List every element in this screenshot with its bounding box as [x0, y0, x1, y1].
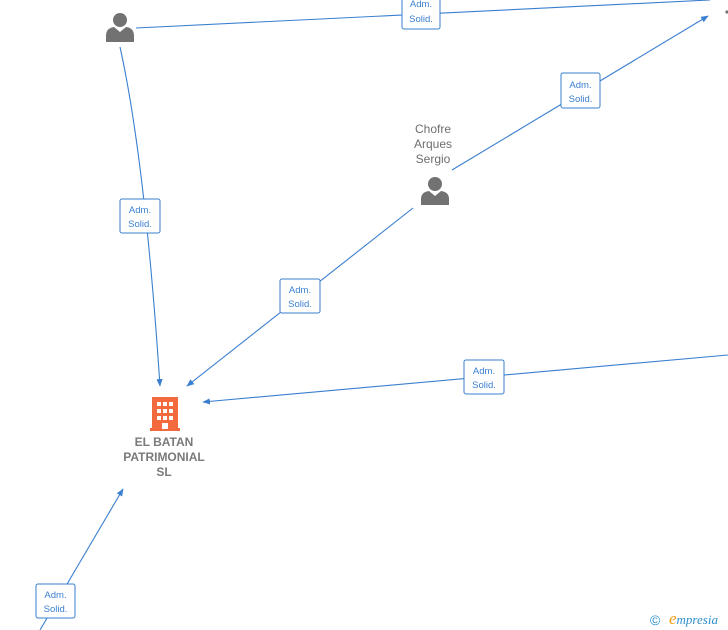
- edge-label-line-1: Adm.: [473, 366, 495, 377]
- person-name-line-2: Arques: [414, 137, 452, 151]
- edge-label-box: [560, 72, 601, 109]
- edge-label-bottom-left-to-company[interactable]: Adm. Solid.: [35, 583, 76, 619]
- brand-logo: empresia: [669, 609, 718, 628]
- offscreen-node-top-right: [725, 10, 728, 14]
- edge-label-line-1: Adm.: [44, 590, 66, 601]
- edge-label-box: [279, 278, 321, 314]
- brand-rest: mpresia: [677, 612, 719, 627]
- person-icon: [421, 177, 449, 205]
- edge-label-line-2: Solid.: [128, 219, 152, 230]
- edge-label-line-2: Solid.: [569, 94, 593, 105]
- person-node-chofre-arques-sergio[interactable]: Chofre Arques Sergio: [414, 122, 452, 205]
- edge-label-chofre-to-company[interactable]: Adm. Solid.: [279, 278, 321, 314]
- edges: [39, 0, 728, 630]
- edge-label-right-to-company[interactable]: Adm. Solid.: [463, 359, 505, 395]
- edge-label-line-2: Solid.: [409, 14, 433, 25]
- offscreen-node-marker: [725, 10, 728, 14]
- building-icon: [150, 397, 180, 431]
- edge-label-line-2: Solid.: [288, 299, 312, 310]
- edge-label-box: [35, 583, 76, 619]
- edge-label-line-1: Adm.: [569, 80, 591, 91]
- edge-line-top-left-to-company: [119, 46, 163, 387]
- person-name-line-3: Sergio: [416, 152, 451, 166]
- brand-initial: e: [669, 609, 677, 628]
- company-name-line-1: EL BATAN: [135, 435, 194, 449]
- company-name-line-3: SL: [156, 465, 171, 479]
- edge-label-box: [463, 359, 505, 395]
- copyright-symbol: ©: [650, 612, 661, 628]
- empresia-watermark: © empresia: [650, 609, 718, 628]
- edge-label-box: [119, 198, 161, 234]
- edge-label-chofre-to-top-right[interactable]: Adm. Solid.: [560, 72, 601, 109]
- edge-label-top[interactable]: Adm. Solid.: [401, 0, 441, 30]
- edge-label-line-2: Solid.: [44, 604, 68, 615]
- company-name-line-2: PATRIMONIAL: [123, 450, 205, 464]
- person-name-line-1: Chofre: [415, 122, 451, 136]
- edge-label-top-left-to-company[interactable]: Adm. Solid.: [119, 198, 161, 234]
- person-icon: [106, 13, 134, 42]
- company-node-el-batan-patrimonial-sl[interactable]: EL BATAN PATRIMONIAL SL: [123, 397, 205, 479]
- edge-label-line-1: Adm.: [410, 0, 432, 10]
- edge-label-line-2: Solid.: [472, 380, 496, 391]
- edge-label-box: [401, 0, 441, 30]
- edge-label-line-1: Adm.: [289, 285, 311, 296]
- person-node-top-left[interactable]: [106, 13, 134, 42]
- edge-label-line-1: Adm.: [129, 205, 151, 216]
